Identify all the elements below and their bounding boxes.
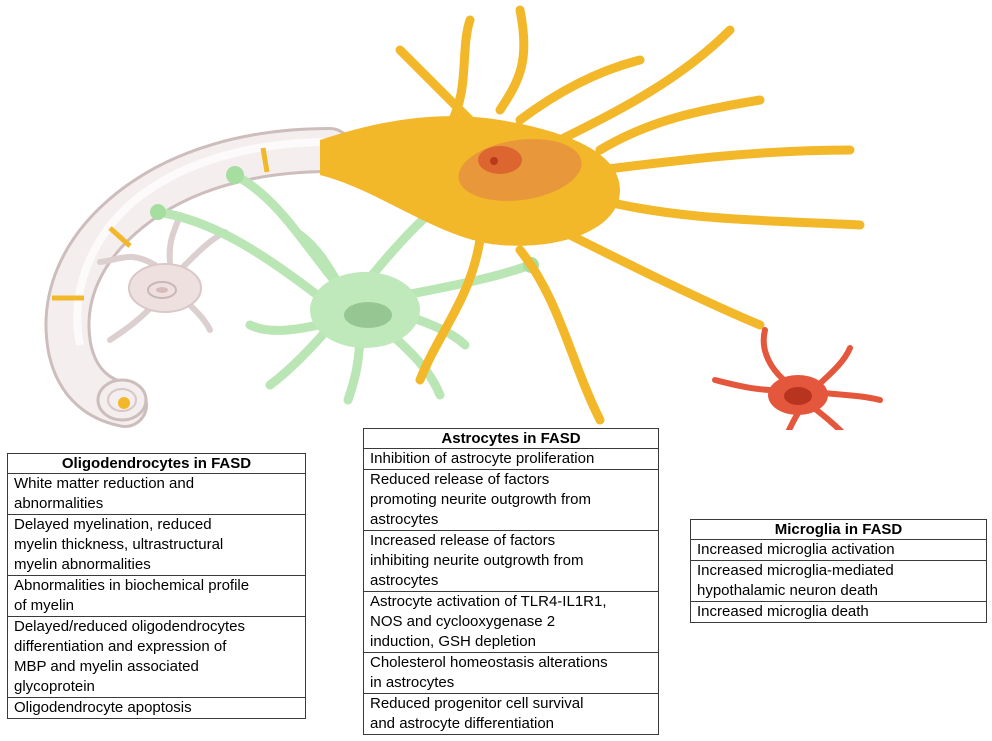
microglia-title: Microglia in FASD xyxy=(691,520,986,540)
microglia-cell xyxy=(712,327,883,430)
finding-row: Increased microglia activation xyxy=(691,540,986,561)
myelinated-axon xyxy=(44,127,353,428)
finding-row: Oligodendrocyte apoptosis xyxy=(14,699,192,716)
finding-row: Cholesterol homeostasis alterations in a… xyxy=(364,653,658,694)
finding-row: Inhibition of astrocyte proliferation xyxy=(364,449,658,470)
microglia-box: Microglia in FASD Increased microglia ac… xyxy=(690,519,987,623)
finding-row: White matter reduction and abnormalities xyxy=(8,474,305,515)
cell-illustration xyxy=(44,5,883,430)
finding-row: Reduced release of factors promoting neu… xyxy=(364,470,658,531)
finding-row: Delayed myelination, reduced myelin thic… xyxy=(8,515,305,576)
astrocytes-title: Astrocytes in FASD xyxy=(364,429,658,449)
astrocytes-box: Astrocytes in FASD Inhibition of astrocy… xyxy=(363,428,659,735)
astrocyte-cell xyxy=(150,166,539,405)
neuron-cell xyxy=(320,5,865,425)
finding-row: Increased microglia death xyxy=(697,603,869,620)
finding-row: Abnormalities in biochemical profile of … xyxy=(8,576,305,617)
finding-row: Increased microglia-mediated hypothalami… xyxy=(691,561,986,602)
oligodendrocyte-cell xyxy=(97,212,228,343)
finding-row: Increased release of factors inhibiting … xyxy=(364,531,658,592)
finding-row: Delayed/reduced oligodendrocytes differe… xyxy=(8,617,305,698)
oligodendrocytes-title: Oligodendrocytes in FASD xyxy=(8,454,305,474)
oligodendrocytes-box: Oligodendrocytes in FASD White matter re… xyxy=(7,453,306,719)
finding-row: Reduced progenitor cell survival and ast… xyxy=(370,695,584,732)
finding-row: Astrocyte activation of TLR4-IL1R1, NOS … xyxy=(364,592,658,653)
